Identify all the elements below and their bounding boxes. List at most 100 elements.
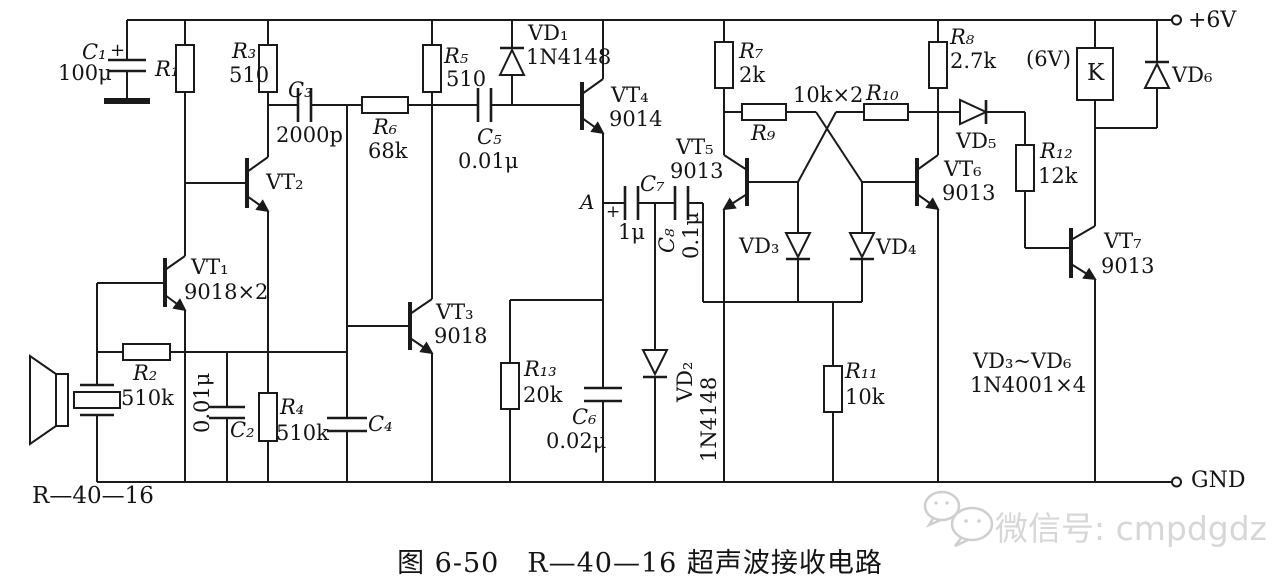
label-r9-ref: R₉ xyxy=(751,121,776,145)
capacitor-c8 xyxy=(673,186,704,302)
transistor-vt4 xyxy=(580,20,605,482)
label-vt6-ref: VT₆ xyxy=(944,157,982,181)
transistor-vt7 xyxy=(1069,100,1097,482)
label-vt2-ref: VT₂ xyxy=(266,170,304,194)
label-r6-value: 68k xyxy=(368,139,408,163)
label-c6-ref: C₆ xyxy=(572,405,597,429)
label-relay-rating: (6V) xyxy=(1026,47,1071,71)
label-diode-note-line1: VD₃~VD₆ xyxy=(973,349,1072,373)
label-r3-ref: R₃ xyxy=(232,39,257,63)
label-vt7-value: 9013 xyxy=(1101,254,1155,278)
label-c3-value: 2000p xyxy=(276,123,343,147)
resistor-r9 xyxy=(724,103,863,183)
label-r5-ref: R₅ xyxy=(444,44,469,68)
relay-k xyxy=(1076,20,1114,101)
resistor-r1 xyxy=(175,20,195,183)
label-r1-ref: R₁ xyxy=(155,57,180,81)
resistor-r5 xyxy=(422,20,442,299)
label-node-a: A xyxy=(580,190,595,214)
label-vd2-ref: VD₂ xyxy=(673,361,697,402)
label-c2-ref: C₂ xyxy=(230,418,255,442)
capacitor-c4 xyxy=(327,105,367,482)
label-vd1-ref: VD₁ xyxy=(528,21,569,45)
label-vt3-value: 9018 xyxy=(434,324,488,348)
label-vt5-ref: VT₅ xyxy=(676,135,714,159)
label-r11-value: 10k xyxy=(845,385,885,409)
label-r2-value: 510k xyxy=(121,386,174,410)
diode-vd4 xyxy=(848,182,876,302)
label-r7-value: 2k xyxy=(739,63,766,87)
transistor-vt1 xyxy=(97,183,187,482)
label-r12-value: 12k xyxy=(1038,164,1078,188)
label-vd1-value: 1N4148 xyxy=(526,45,612,69)
label-r13-ref: R₁₃ xyxy=(524,357,557,381)
resistor-r10 xyxy=(797,103,938,183)
capacitor-c7 xyxy=(603,186,675,220)
label-r11-ref: R₁₁ xyxy=(845,359,878,383)
resistor-r4 xyxy=(258,352,278,482)
label-r8-ref: R₈ xyxy=(950,25,975,49)
label-c7-value: 1μ xyxy=(618,220,646,244)
resistor-r13 xyxy=(500,299,603,482)
label-vd6-ref: VD₆ xyxy=(1172,63,1213,87)
label-vt6-value: 9013 xyxy=(942,181,996,205)
label-c1-ref: C₁ xyxy=(82,40,107,64)
label-r8-value: 2.7k xyxy=(950,49,997,73)
resistor-r6 xyxy=(361,96,478,114)
label-c6-value: 0.02μ xyxy=(546,429,607,453)
label-c8-value: 0.1μ xyxy=(679,211,703,259)
diode-vd2 xyxy=(641,203,669,482)
label-r5-value: 510 xyxy=(446,67,487,91)
label-positive-terminal: +6V xyxy=(1188,8,1237,33)
label-c2-value: 0.01μ xyxy=(190,372,214,433)
resistor-r7 xyxy=(714,20,734,155)
transistor-vt6 xyxy=(862,154,940,482)
wechat-icon xyxy=(923,490,994,548)
label-c3-ref: C₃ xyxy=(288,78,313,102)
label-ground-terminal: GND xyxy=(1191,468,1246,493)
label-vd3-ref: VD₃ xyxy=(739,234,780,258)
label-r6-ref: R₆ xyxy=(373,115,398,139)
resistor-r12 xyxy=(1015,112,1071,249)
capacitor-c2 xyxy=(209,352,245,482)
label-c8-ref: C₈ xyxy=(655,228,679,254)
resistor-r11 xyxy=(823,302,843,482)
label-c5-value: 0.01μ xyxy=(458,149,519,173)
ultrasonic-transducer xyxy=(29,283,121,482)
figure-caption: 图 6-50 R—40—16 超声波接收电路 xyxy=(397,548,883,579)
label-r4-ref: R₄ xyxy=(280,395,305,419)
label-vt5-value: 9013 xyxy=(670,159,724,183)
resistor-r2 xyxy=(97,343,347,361)
transistor-vt3 xyxy=(347,298,434,482)
capacitor-c1 xyxy=(104,20,150,104)
label-r7-ref: R₇ xyxy=(739,39,764,63)
label-r2-ref: R₂ xyxy=(133,361,158,385)
label-c5-ref: C₅ xyxy=(477,125,502,149)
label-transducer-model: R—40—16 xyxy=(32,483,154,509)
transistor-vt5 xyxy=(722,154,798,482)
label-r4-value: 510k xyxy=(276,421,329,445)
resistor-r8 xyxy=(928,20,948,155)
ground-rail xyxy=(97,476,1182,488)
diode-vd1 xyxy=(498,20,526,105)
capacitor-c6 xyxy=(584,386,622,403)
watermark-text: 微信号: cmpdgdz xyxy=(995,509,1268,548)
diode-vd6 xyxy=(1095,20,1171,129)
capacitor-c3 xyxy=(268,88,362,122)
label-vt3-ref: VT₃ xyxy=(436,300,474,324)
diode-vd3 xyxy=(784,182,812,302)
resistor-r3 xyxy=(258,20,278,105)
label-c7-plus: + xyxy=(606,202,621,222)
label-vt1-value: 9018×2 xyxy=(184,280,269,304)
label-r12-ref: R₁₂ xyxy=(1040,139,1073,163)
label-vt1-ref: VT₁ xyxy=(191,255,229,279)
label-relay-ref: K xyxy=(1087,60,1105,86)
label-diode-note-line2: 1N4001×4 xyxy=(970,373,1087,397)
label-vt4-value: 9014 xyxy=(609,107,663,131)
label-vd5-ref: VD₅ xyxy=(956,129,997,153)
label-r10-ref: R₁₀ xyxy=(866,81,899,105)
label-vd4-ref: VD₄ xyxy=(876,235,917,259)
label-r9-r10-value: 10k×2 xyxy=(793,83,864,107)
positive-rail xyxy=(127,14,1182,26)
